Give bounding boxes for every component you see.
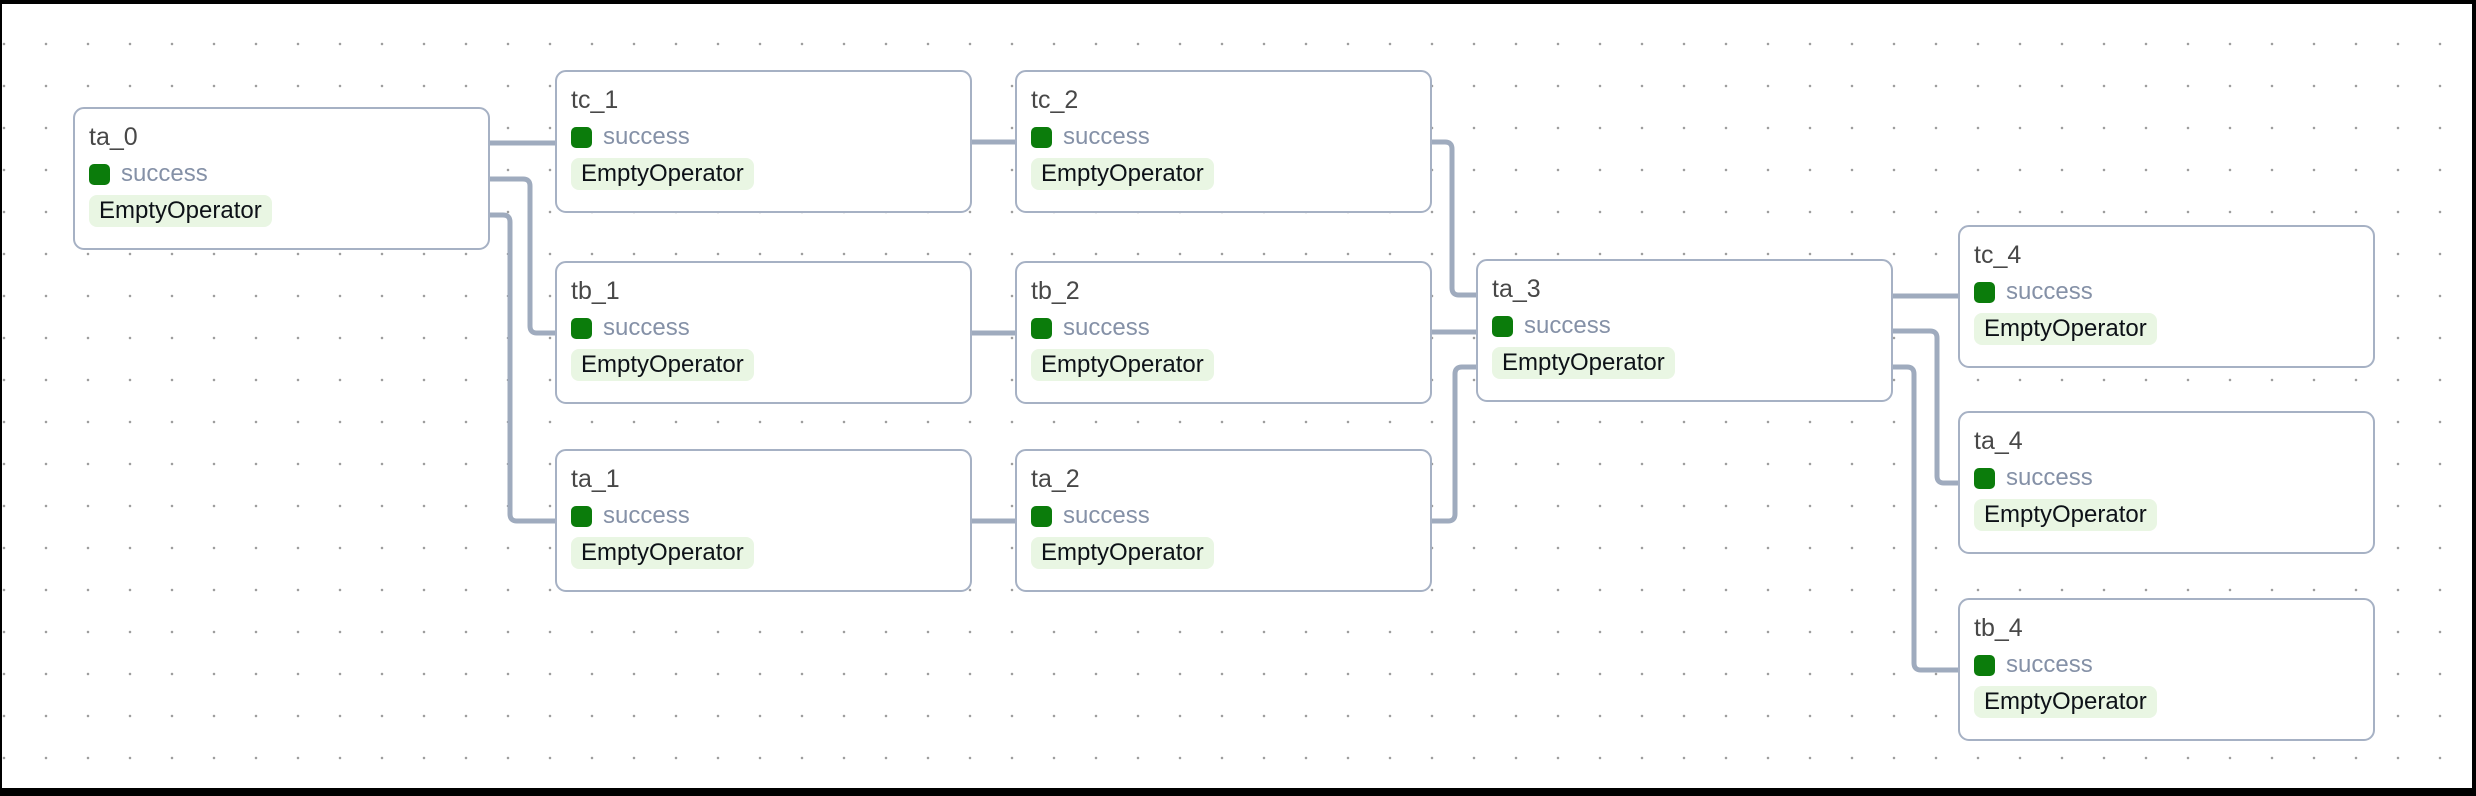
task-status-row: success [571, 313, 956, 343]
task-node-ta_4[interactable]: ta_4 success EmptyOperator [1958, 411, 2375, 554]
success-status-icon [1031, 317, 1052, 339]
task-status-row: success [1974, 277, 2359, 307]
edge-ta_3-tb_4 [1893, 364, 1958, 673]
operator-badge: EmptyOperator [571, 537, 754, 569]
task-operator-row: EmptyOperator [89, 195, 474, 227]
task-status-row: success [1974, 463, 2359, 493]
edge-tc_2-ta_3 [1432, 139, 1476, 298]
task-node-tb_4[interactable]: tb_4 success EmptyOperator [1958, 598, 2375, 741]
operator-badge: EmptyOperator [1974, 686, 2157, 718]
task-status-row: success [89, 159, 474, 189]
success-status-icon [571, 317, 592, 339]
success-status-icon [571, 126, 592, 148]
task-node-tb_2[interactable]: tb_2 success EmptyOperator [1015, 261, 1432, 404]
task-name: tc_2 [1031, 86, 1079, 114]
operator-badge: EmptyOperator [571, 349, 754, 381]
task-operator-row: EmptyOperator [1974, 686, 2359, 718]
task-status-label: success [1063, 314, 1150, 341]
graph-canvas[interactable]: ta_0 success EmptyOperator tc_1 success … [2, 4, 2472, 788]
task-status-row: success [1974, 650, 2359, 680]
success-status-icon [1974, 654, 1995, 676]
task-name: tb_2 [1031, 277, 1080, 305]
success-status-icon [1492, 315, 1513, 337]
task-name: ta_1 [571, 465, 620, 493]
task-status-row: success [1492, 311, 1877, 341]
task-status-label: success [603, 314, 690, 341]
task-name: ta_0 [89, 123, 138, 151]
task-status-label: success [121, 160, 208, 187]
task-name: tb_1 [571, 277, 620, 305]
operator-badge: EmptyOperator [1031, 349, 1214, 381]
task-node-ta_0[interactable]: ta_0 success EmptyOperator [73, 107, 490, 250]
edge-ta_3-ta_4 [1893, 328, 1958, 486]
task-status-row: success [571, 122, 956, 152]
success-status-icon [89, 163, 110, 185]
task-node-tb_1[interactable]: tb_1 success EmptyOperator [555, 261, 972, 404]
task-status-label: success [1524, 312, 1611, 339]
success-status-icon [1974, 467, 1995, 489]
task-name: tc_4 [1974, 241, 2022, 269]
task-status-label: success [2006, 278, 2093, 305]
task-node-tc_2[interactable]: tc_2 success EmptyOperator [1015, 70, 1432, 213]
task-name: ta_3 [1492, 275, 1541, 303]
success-status-icon [1974, 281, 1995, 303]
task-status-row: success [1031, 501, 1416, 531]
task-operator-row: EmptyOperator [1974, 313, 2359, 345]
task-operator-row: EmptyOperator [1031, 158, 1416, 190]
task-node-tc_1[interactable]: tc_1 success EmptyOperator [555, 70, 972, 213]
task-operator-row: EmptyOperator [1031, 537, 1416, 569]
task-name: tb_4 [1974, 614, 2023, 642]
task-operator-row: EmptyOperator [1492, 347, 1877, 379]
task-node-ta_2[interactable]: ta_2 success EmptyOperator [1015, 449, 1432, 592]
operator-badge: EmptyOperator [571, 158, 754, 190]
operator-badge: EmptyOperator [89, 195, 272, 227]
task-operator-row: EmptyOperator [571, 537, 956, 569]
operator-badge: EmptyOperator [1974, 499, 2157, 531]
operator-badge: EmptyOperator [1031, 158, 1214, 190]
task-operator-row: EmptyOperator [571, 158, 956, 190]
success-status-icon [1031, 505, 1052, 527]
task-status-label: success [603, 502, 690, 529]
task-status-row: success [571, 501, 956, 531]
task-node-ta_3[interactable]: ta_3 success EmptyOperator [1476, 259, 1893, 402]
task-name: ta_2 [1031, 465, 1080, 493]
edge-ta_0-ta_1 [490, 212, 555, 524]
task-operator-row: EmptyOperator [571, 349, 956, 381]
operator-badge: EmptyOperator [1031, 537, 1214, 569]
success-status-icon [1031, 126, 1052, 148]
task-node-ta_1[interactable]: ta_1 success EmptyOperator [555, 449, 972, 592]
task-operator-row: EmptyOperator [1974, 499, 2359, 531]
success-status-icon [571, 505, 592, 527]
task-status-label: success [2006, 464, 2093, 491]
task-status-label: success [1063, 502, 1150, 529]
task-status-label: success [603, 123, 690, 150]
task-name: tc_1 [571, 86, 619, 114]
task-status-label: success [2006, 651, 2093, 678]
task-status-label: success [1063, 123, 1150, 150]
edge-ta_0-tb_1 [490, 176, 555, 336]
task-status-row: success [1031, 122, 1416, 152]
task-node-tc_4[interactable]: tc_4 success EmptyOperator [1958, 225, 2375, 368]
task-operator-row: EmptyOperator [1031, 349, 1416, 381]
task-status-row: success [1031, 313, 1416, 343]
operator-badge: EmptyOperator [1974, 313, 2157, 345]
task-name: ta_4 [1974, 427, 2023, 455]
edge-ta_2-ta_3 [1432, 364, 1476, 524]
operator-badge: EmptyOperator [1492, 347, 1675, 379]
